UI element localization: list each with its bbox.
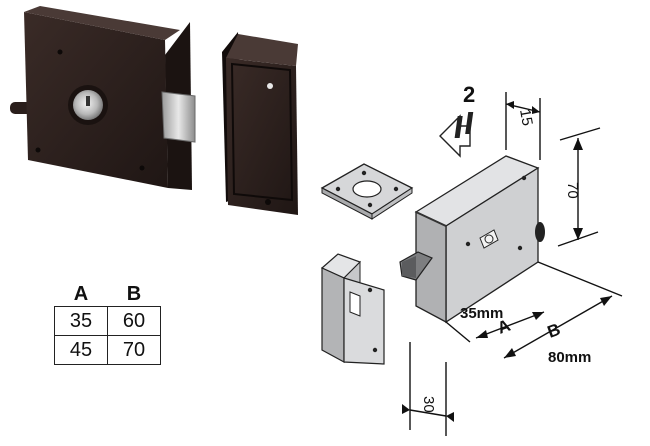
backset-label: 35mm bbox=[460, 305, 503, 322]
table-row: 35 60 bbox=[54, 306, 161, 336]
table-cell: 60 bbox=[107, 306, 161, 336]
table-header-row: A B bbox=[55, 282, 161, 307]
column-header-a: A bbox=[73, 282, 89, 305]
screw-hole bbox=[265, 199, 271, 205]
key-slot bbox=[86, 96, 90, 106]
table-cell: 35 bbox=[54, 306, 108, 336]
b-label: B bbox=[545, 320, 563, 342]
lock-top-edge bbox=[24, 6, 180, 40]
lock-drawing bbox=[399, 155, 545, 324]
table-cell: 45 bbox=[54, 335, 108, 365]
rim-lock-photo bbox=[10, 6, 196, 190]
screw-hole bbox=[267, 83, 273, 89]
keeper-top bbox=[226, 34, 298, 66]
direction-label: 2 bbox=[463, 82, 475, 107]
size-table: A B 35 60 45 70 bbox=[54, 282, 161, 365]
table-row: 45 70 bbox=[54, 335, 161, 365]
keeper-photo bbox=[222, 32, 298, 215]
thickness-label: 15 bbox=[516, 108, 536, 127]
keeper-drawing bbox=[320, 253, 385, 365]
depth-label: 30 bbox=[420, 396, 437, 413]
column-header-b: B bbox=[126, 282, 142, 305]
a-label: A bbox=[495, 316, 513, 338]
direction-arrow-icon bbox=[439, 112, 474, 158]
screw-hole bbox=[57, 49, 63, 55]
screw-hole bbox=[139, 165, 145, 171]
keeper-inner bbox=[230, 62, 294, 202]
dimension-arrows bbox=[402, 101, 612, 422]
width-label: 80mm bbox=[548, 349, 591, 366]
escutcheon-plate bbox=[320, 163, 414, 220]
height-label: 70 bbox=[564, 182, 581, 199]
screw-hole bbox=[35, 147, 41, 153]
table-cell: 70 bbox=[107, 335, 161, 365]
keeper-front bbox=[226, 58, 298, 215]
lock-bolt bbox=[161, 91, 196, 143]
